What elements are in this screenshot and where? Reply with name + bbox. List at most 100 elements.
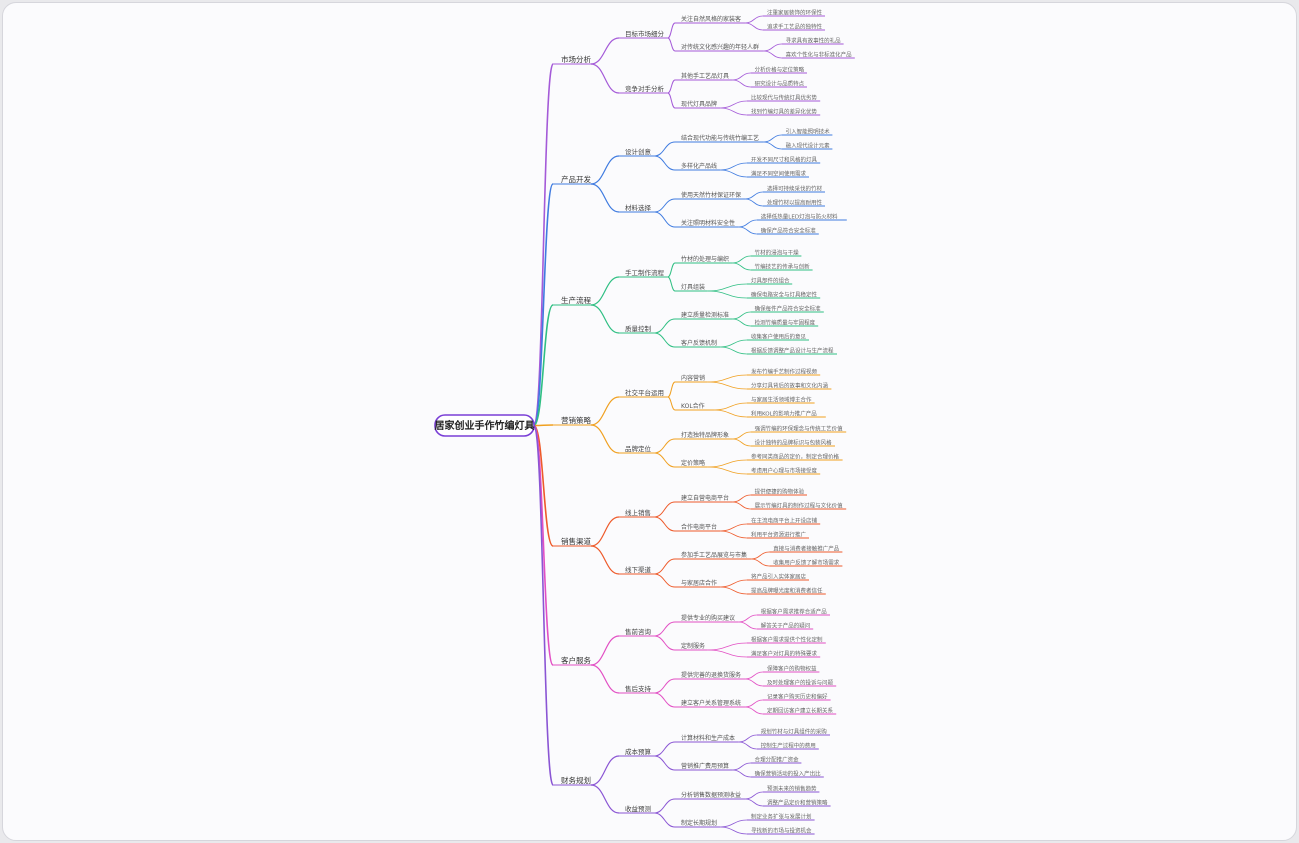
leaf-label[interactable]: 找到竹编灯具的差异化优势 — [751, 108, 818, 116]
leaf-label[interactable]: 强调竹编的环保理念与传统工艺价值 — [755, 425, 844, 433]
leaf-label[interactable]: 记录客户购买历史和偏好 — [767, 693, 828, 701]
topic-label[interactable]: 材料选择 — [625, 203, 652, 212]
leaf-label[interactable]: 分享灯具背后的故事和文化内涵 — [751, 382, 829, 390]
leaf-label[interactable]: 确保产品符合安全标准 — [761, 227, 817, 235]
leaf-label[interactable]: 寻找新的市场与投资机会 — [751, 827, 812, 835]
subtopic-label[interactable]: 对传统文化感兴趣的年轻人群 — [681, 43, 759, 51]
leaf-label[interactable]: 设计独特的品牌标识与包装风格 — [755, 439, 833, 447]
branch-label[interactable]: 营销策略 — [561, 415, 591, 425]
leaf-label[interactable]: 合理分配推广资金 — [755, 756, 800, 764]
branch-label[interactable]: 财务规划 — [561, 775, 591, 785]
topic-label[interactable]: 成本预算 — [625, 747, 652, 756]
leaf-label[interactable]: 及时处理客户的投诉与问题 — [767, 679, 834, 687]
leaf-label[interactable]: 制定业务扩张与发展计划 — [751, 813, 812, 821]
subtopic-label[interactable]: 分析销售数据预测收益 — [681, 791, 741, 799]
leaf-label[interactable]: 检测竹编质量与牢固程度 — [755, 319, 816, 327]
leaf-label[interactable]: 收集客户使用后的意见 — [751, 333, 807, 341]
leaf-label[interactable]: 融入现代设计元素 — [786, 142, 831, 150]
leaf-label[interactable]: 满足客户对灯具的特殊要求 — [751, 650, 818, 658]
leaf-label[interactable]: 收集用户反馈了解市场需求 — [773, 559, 840, 567]
topic-label[interactable]: 线下渠道 — [625, 565, 652, 574]
subtopic-label[interactable]: 建立客户关系管理系统 — [681, 699, 741, 707]
leaf-label[interactable]: 调整产品定价和营销策略 — [767, 799, 828, 807]
leaf-label[interactable]: 满足不同空间使用需求 — [751, 170, 807, 178]
leaf-label[interactable]: 竹材的浸泡与干燥 — [755, 249, 800, 257]
topic-label[interactable]: 社交平台运用 — [625, 388, 664, 397]
branch-label[interactable]: 市场分析 — [561, 54, 591, 64]
subtopic-label[interactable]: 合作电商平台 — [681, 523, 717, 531]
subtopic-label[interactable]: 使用天然竹材保证环保 — [681, 191, 741, 199]
subtopic-label[interactable]: 关注照明材料安全性 — [681, 219, 735, 227]
leaf-label[interactable]: 根据反馈调整产品设计与生产流程 — [751, 347, 834, 355]
leaf-label[interactable]: 研究设计与品质特点 — [755, 80, 805, 88]
branch-label[interactable]: 客户服务 — [561, 655, 591, 665]
subtopic-label[interactable]: 定价策略 — [681, 459, 705, 467]
leaf-label[interactable]: 比较现代与传统灯具优劣势 — [751, 94, 818, 102]
subtopic-label[interactable]: 提供完善的退换货服务 — [681, 671, 741, 679]
topic-label[interactable]: 目标市场细分 — [625, 29, 665, 38]
topic-label[interactable]: 质量控制 — [625, 324, 652, 333]
leaf-label[interactable]: 保障客户的购物权益 — [767, 665, 817, 673]
leaf-label[interactable]: 控制生产过程中的费用 — [761, 742, 816, 750]
branch-label[interactable]: 生产流程 — [561, 295, 591, 305]
subtopic-label[interactable]: 现代灯具品牌 — [681, 100, 717, 108]
subtopic-label[interactable]: 建立自营电商平台 — [681, 494, 729, 502]
leaf-label[interactable]: 选择可持续采伐的竹材 — [767, 185, 823, 193]
leaf-label[interactable]: 展示竹编灯具的制作过程与文化价值 — [755, 502, 844, 510]
subtopic-label[interactable]: 制定长期规划 — [681, 819, 717, 827]
topic-label[interactable]: 设计创意 — [625, 147, 652, 156]
subtopic-label[interactable]: 与家居店合作 — [681, 579, 717, 587]
subtopic-label[interactable]: 打造独特品牌形象 — [681, 431, 729, 439]
leaf-label[interactable]: 开发不同尺寸和风格的灯具 — [751, 156, 818, 164]
leaf-label[interactable]: 解答关于产品的疑问 — [761, 622, 811, 630]
subtopic-label[interactable]: 关注自然风格的家装客 — [681, 15, 741, 23]
leaf-label[interactable]: 利用平台资源进行推广 — [751, 531, 807, 539]
leaf-label[interactable]: 直接与消费者接触推广产品 — [773, 545, 840, 553]
leaf-label[interactable]: 分析价格与定位策略 — [755, 66, 805, 74]
topic-label[interactable]: 线上销售 — [625, 508, 651, 517]
leaf-label[interactable]: 灯具部件的组合 — [751, 277, 790, 285]
branch-label[interactable]: 销售渠道 — [561, 536, 591, 546]
leaf-label[interactable]: 喜欢个性化与非标准化产品 — [786, 51, 853, 59]
subtopic-label[interactable]: 客户反馈机制 — [681, 339, 717, 347]
subtopic-label[interactable]: 其他手工艺品灯具 — [681, 72, 729, 80]
leaf-label[interactable]: 预测未来的销售趋势 — [767, 785, 817, 793]
topic-label[interactable]: 手工制作流程 — [625, 268, 665, 277]
topic-label[interactable]: 竞争对手分析 — [625, 84, 665, 93]
topic-label[interactable]: 收益预测 — [625, 804, 652, 813]
leaf-label[interactable]: 提供便捷的购物体验 — [755, 488, 805, 496]
subtopic-label[interactable]: 灯具组装 — [681, 283, 705, 291]
leaf-label[interactable]: 根据客户需求推荐合适产品 — [761, 608, 828, 616]
subtopic-label[interactable]: 提供专业的购买建议 — [681, 614, 735, 622]
topic-label[interactable]: 品牌定位 — [625, 444, 652, 453]
leaf-label[interactable]: 确保营销活动的投入产出比 — [755, 770, 822, 778]
topic-label[interactable]: 售后支持 — [625, 684, 652, 693]
branch-label[interactable]: 产品开发 — [561, 174, 591, 184]
leaf-label[interactable]: 注重家居装饰的环保性 — [767, 9, 823, 17]
leaf-label[interactable]: 规划竹材与灯具组件的采购 — [761, 728, 828, 736]
leaf-label[interactable]: 处理竹材以提高耐用性 — [767, 199, 823, 207]
leaf-label[interactable]: 引入智能照明技术 — [786, 128, 831, 136]
leaf-label[interactable]: 发布竹编手艺制作过程视频 — [751, 368, 818, 376]
leaf-label[interactable]: 参考同类商品的定价，制定合理价格 — [751, 453, 840, 461]
leaf-label[interactable]: 定期回访客户建立长期关系 — [767, 707, 834, 715]
leaf-label[interactable]: 确保电路安全与灯具稳定性 — [751, 291, 818, 299]
root-node[interactable] — [434, 414, 535, 437]
leaf-label[interactable]: 根据客户需求提供个性化定制 — [751, 636, 823, 644]
leaf-label[interactable]: 选择低热量LED灯泡与防火材料 — [761, 213, 838, 221]
topic-label[interactable]: 售前咨询 — [625, 627, 652, 636]
leaf-label[interactable]: 寻求具有故事性的礼品 — [786, 37, 842, 45]
leaf-label[interactable]: 追求手工艺品的独特性 — [767, 23, 823, 31]
subtopic-label[interactable]: 多样化产品线 — [681, 162, 717, 170]
leaf-label[interactable]: 确保每件产品符合安全标准 — [755, 305, 822, 313]
subtopic-label[interactable]: 营销推广费用预算 — [681, 762, 729, 770]
leaf-label[interactable]: 将产品引入实体家居店 — [751, 573, 807, 581]
subtopic-label[interactable]: 建立质量检测标准 — [681, 311, 729, 319]
subtopic-label[interactable]: 计算材料和生产成本 — [681, 734, 735, 742]
leaf-label[interactable]: 提高品牌曝光度和消费者信任 — [751, 587, 823, 595]
subtopic-label[interactable]: KOL合作 — [681, 402, 705, 410]
subtopic-label[interactable]: 竹材的处理与编织 — [681, 255, 729, 263]
leaf-label[interactable]: 考虑用户心理与市场接受度 — [751, 467, 818, 475]
leaf-label[interactable]: 竹编技艺的传承与创新 — [755, 263, 811, 271]
leaf-label[interactable]: 与家居生活领域博主合作 — [751, 396, 812, 404]
